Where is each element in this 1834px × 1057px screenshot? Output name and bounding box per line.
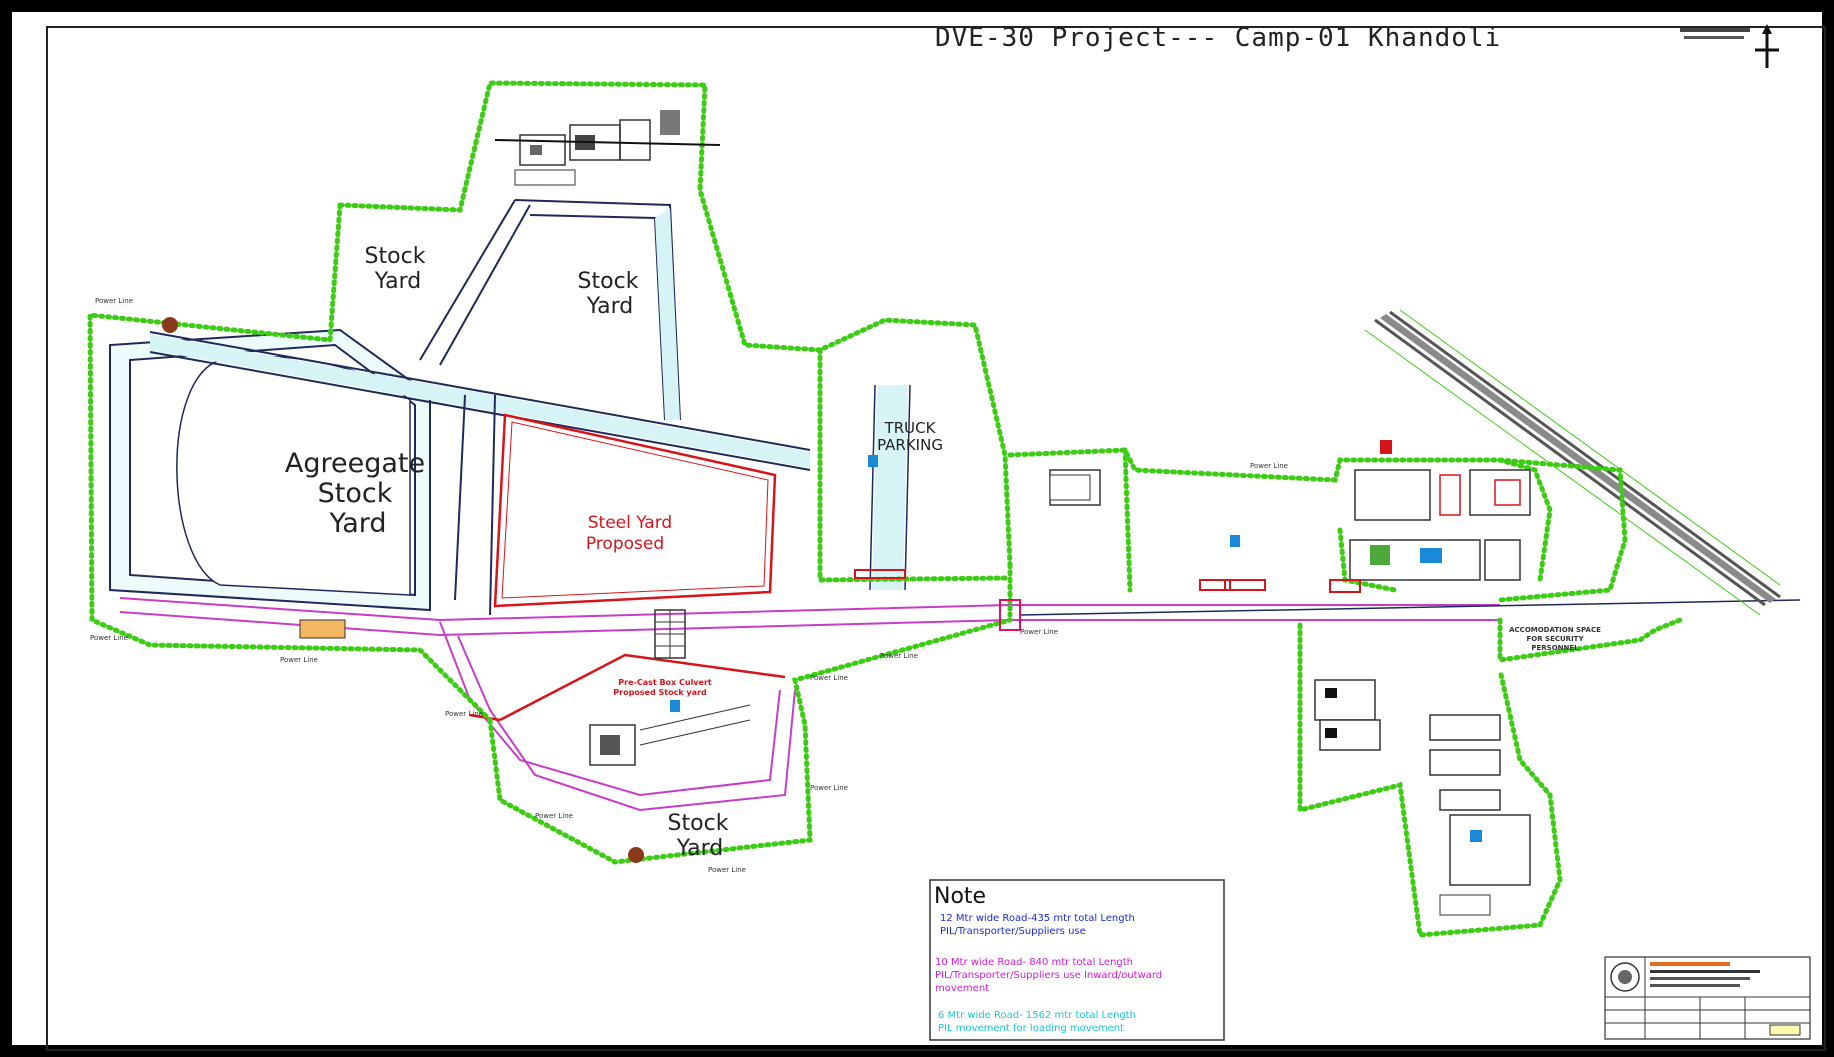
accommodation-label-1: ACCOMODATION SPACE	[1509, 626, 1601, 634]
drawing-title: DVE-30 Project--- Camp-01 Khandoli	[935, 23, 1501, 53]
stock-yard-label-2b: Yard	[586, 294, 634, 319]
company-seal-icon	[1610, 962, 1640, 992]
note-pink-line-3: movement	[935, 983, 989, 994]
note-pink-line-2: PIL/Transporter/Suppliers use Inward/out…	[935, 970, 1162, 981]
note-cyan-line-2: PIL movement for loading movement	[938, 1023, 1124, 1034]
steel-yard-area	[493, 413, 777, 608]
precast-label-2: Proposed Stock yard	[613, 688, 707, 697]
power-line-label: Power Line	[1250, 462, 1288, 470]
power-line-labels: Power Line Power Line Power Line Power L…	[90, 297, 1288, 874]
accommodation-label-3: PERSONNEL	[1531, 644, 1579, 652]
site-boundary	[87, 80, 1683, 938]
top-compound-buildings	[494, 110, 721, 186]
note-blue-line-1: 12 Mtr wide Road-435 mtr total Length	[940, 913, 1135, 924]
title-block	[1604, 956, 1811, 1040]
aggregate-label-3: Yard	[328, 508, 386, 539]
power-line-label: Power Line	[708, 866, 746, 874]
stock-yard-label-1a: Stock	[365, 244, 426, 269]
steel-yard-label-1: Steel Yard	[588, 513, 672, 533]
truck-parking-label-2: PARKING	[877, 436, 943, 454]
note-pink-line-1: 10 Mtr wide Road- 840 mtr total Length	[935, 957, 1133, 968]
power-line-label: Power Line	[535, 812, 573, 820]
stock-yard-label-3b: Yard	[676, 836, 724, 861]
power-line-label: Power Line	[1020, 628, 1058, 636]
power-line-label: Power Line	[445, 710, 483, 718]
stock-yard-label-1b: Yard	[374, 269, 422, 294]
precast-culvert-blocks	[589, 609, 751, 766]
note-blue-line-2: PIL/Transporter/Suppliers use	[940, 926, 1086, 937]
lower-right-buildings	[1314, 679, 1531, 916]
right-compound-buildings	[1049, 440, 1531, 593]
power-line-label: Power Line	[810, 784, 848, 792]
north-arrow-icon	[1680, 24, 1779, 68]
power-line-label: Power Line	[280, 656, 318, 664]
aggregate-label-2: Stock	[318, 478, 393, 509]
truck-parking-label-1: TRUCK	[884, 419, 937, 437]
power-line-label: Power Line	[90, 634, 128, 642]
note-heading: Note	[934, 884, 986, 909]
drawing-sheet	[46, 26, 1826, 1051]
precast-label-1: Pre-Cast Box Culvert	[618, 678, 712, 687]
power-line-label: Power Line	[95, 297, 133, 305]
note-box: Note 12 Mtr wide Road-435 mtr total Leng…	[929, 879, 1225, 1041]
steel-yard-label-2: Proposed	[586, 534, 664, 554]
road-network	[109, 199, 1801, 812]
zone-labels: Stock Yard Stock Yard Stock Yard Agreega…	[285, 244, 1601, 861]
stock-yard-label-3a: Stock	[668, 811, 729, 836]
accommodation-label-2: FOR SECURITY	[1526, 635, 1584, 643]
stock-yard-label-2a: Stock	[578, 269, 639, 294]
power-line-label: Power Line	[810, 674, 848, 682]
power-line-label: Power Line	[880, 652, 918, 660]
misc-markers	[162, 317, 1266, 863]
note-cyan-line-1: 6 Mtr wide Road- 1562 mtr total Length	[938, 1010, 1136, 1021]
aggregate-label-1: Agreegate	[285, 448, 425, 479]
